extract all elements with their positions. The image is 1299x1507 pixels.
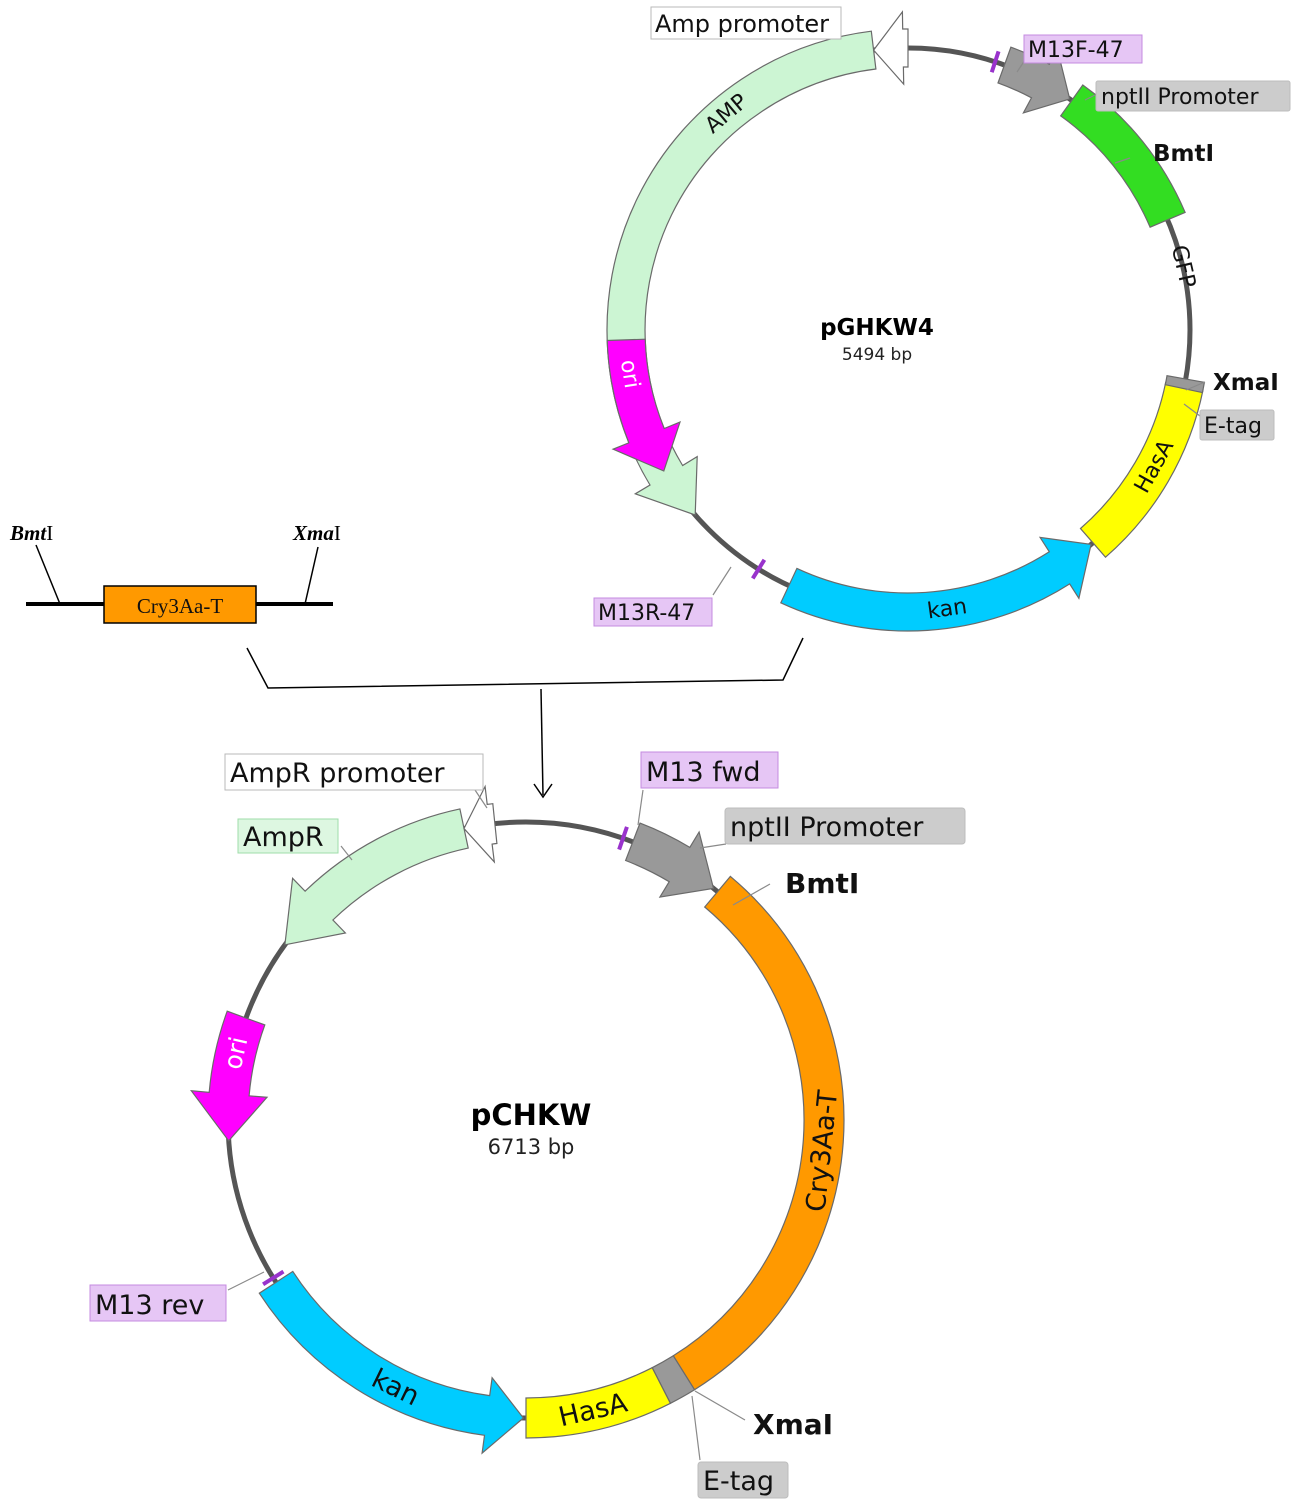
pchkw-kan-arrow xyxy=(258,1270,525,1455)
pghkw4-amp-promoter-label: Amp promoter xyxy=(650,6,842,40)
ligation-arrow-shaft xyxy=(540,688,544,796)
pghkw4-promoter-text: nptII Promoter xyxy=(1101,85,1259,110)
pghkw4-bmti-site: BmtI xyxy=(1114,141,1214,167)
pchkw-primer-fwd-label: M13 fwd xyxy=(637,751,779,826)
ligation-arrow-head xyxy=(533,783,553,799)
pchkw-primer-rev-text: M13 rev xyxy=(95,1290,204,1321)
pghkw4-promoter-label: nptII Promoter xyxy=(1084,80,1291,112)
ligation-bracket xyxy=(246,637,804,689)
pghkw4-amp-arrow xyxy=(606,30,877,516)
pghkw4-kan-arrow xyxy=(780,536,1092,632)
pghkw4-xmai-text: XmaI xyxy=(1213,370,1279,396)
pghkw4-ori-arc-label: ori xyxy=(615,358,644,390)
insert-gene-box xyxy=(103,585,257,624)
pchkw-primer-rev-tick xyxy=(262,1269,285,1286)
pghkw4-bmti-text: BmtI xyxy=(1153,141,1214,167)
pghkw4-xmai-site: XmaI xyxy=(1185,370,1279,396)
insert-fragment: Cry3Aa-T BmtI XmaI xyxy=(9,521,341,624)
pghkw4-etag-block xyxy=(1164,375,1206,394)
pghkw4-primer-fwd-text: M13F-47 xyxy=(1028,38,1124,63)
pchkw-promoter-arrow xyxy=(624,822,715,898)
pchkw-etag-text: E-tag xyxy=(703,1466,774,1497)
pghkw4-gfp-block xyxy=(1059,84,1186,228)
pchkw-ori-arc-label: ori xyxy=(218,1034,254,1072)
pchkw-primer-fwd-text: M13 fwd xyxy=(646,757,761,788)
pghkw4-hasa-block xyxy=(1079,381,1204,559)
pghkw4-gfp-arc-label: GFP xyxy=(1166,243,1200,290)
pchkw-amp-promoter-label: AmpR promoter xyxy=(224,753,488,809)
pghkw4-name: pGHKW4 xyxy=(820,315,934,341)
pghkw4-primer-rev-label: M13R-47 xyxy=(593,566,732,627)
pchkw-primer-rev-label: M13 rev xyxy=(89,1271,265,1322)
insert-right-site-line xyxy=(304,546,319,605)
pghkw4-primer-rev-tick xyxy=(751,558,767,580)
pghkw4-etag-text: E-tag xyxy=(1204,414,1262,439)
pchkw-amp-label: AmpR xyxy=(237,818,353,861)
pghkw4-ori-arrow xyxy=(606,338,681,472)
pghkw4-amp-promoter-arrow xyxy=(872,10,909,86)
pghkw4-primer-fwd-label: M13F-47 xyxy=(1016,34,1143,73)
pchkw-primer-fwd-tick xyxy=(617,826,629,851)
pchkw-amp-arrow xyxy=(284,808,469,946)
pchkw-bmti-text: BmtI xyxy=(785,867,859,900)
pchkw-amp-text: AmpR xyxy=(243,822,324,853)
pchkw-xmai-text: XmaI xyxy=(753,1408,833,1441)
insert-right-site-label: XmaI xyxy=(292,521,341,545)
pchkw-amp-promoter-text: AmpR promoter xyxy=(230,758,445,789)
pghkw4-kan-arc-label: kan xyxy=(926,594,969,624)
pchkw-promoter-label: nptII Promoter xyxy=(699,807,966,849)
pghkw4-etag-label: E-tag xyxy=(1183,403,1275,441)
insert-left-site-line xyxy=(35,544,61,605)
insert-left-site-label: BmtI xyxy=(9,521,53,545)
pghkw4-primer-fwd-tick xyxy=(989,50,1001,73)
pghkw4-primer-rev-text: M13R-47 xyxy=(598,601,695,626)
pghkw4-size: 5494 bp xyxy=(842,345,912,365)
insert-gene-label: Cry3Aa-T xyxy=(137,594,223,618)
pchkw-xmai-site: XmaI xyxy=(694,1390,833,1441)
pghkw4-amp-promoter-text: Amp promoter xyxy=(655,10,829,38)
ligation-connector xyxy=(246,637,804,799)
pchkw-amp-promoter-arrow xyxy=(463,784,498,864)
pchkw-etag-label: E-tag xyxy=(691,1395,789,1499)
pchkw-hasa-block xyxy=(525,1366,672,1439)
pchkw-ori-arrow xyxy=(190,1010,269,1142)
pchkw-bmti-site: BmtI xyxy=(732,867,859,906)
pchkw-size: 6713 bp xyxy=(488,1135,575,1159)
pchkw-name: pCHKW xyxy=(471,1098,592,1132)
pchkw-promoter-text: nptII Promoter xyxy=(730,812,924,843)
